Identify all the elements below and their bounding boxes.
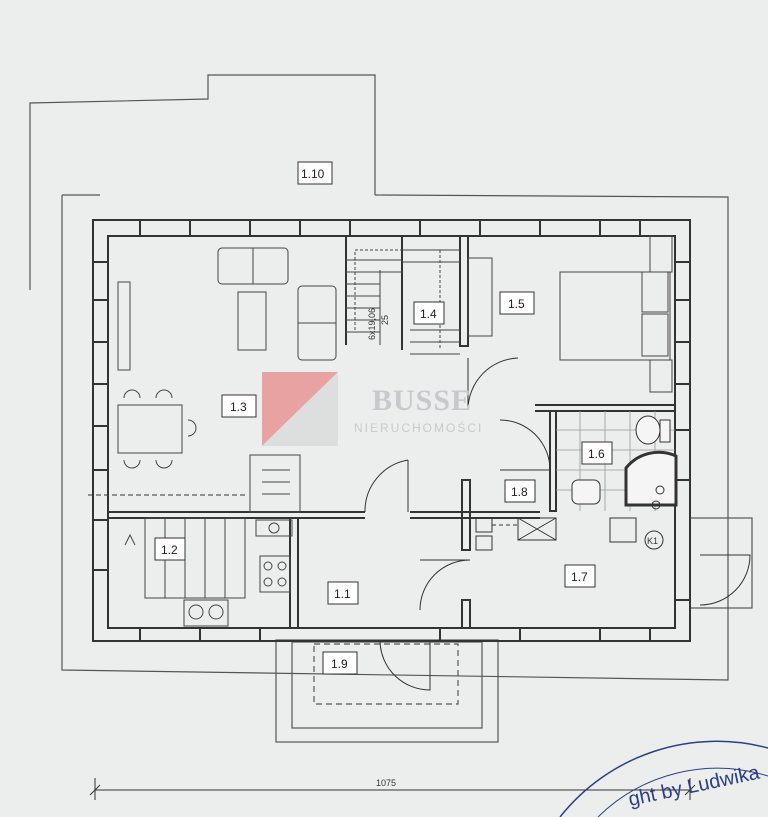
room-label-1-1: 1.1 [334,587,351,601]
room-label-1-4: 1.4 [420,307,437,321]
bathroom-fixtures [556,411,678,511]
utility-fixtures [475,500,664,551]
stairs-rise-label: 25 [380,315,390,325]
door-swings [88,357,751,691]
staircase [346,249,460,355]
sofa-set [117,247,337,371]
room-label-1-10: 1.10 [301,167,325,181]
room-label-1-7: 1.7 [571,570,588,584]
room-label-1-8: 1.8 [511,485,528,499]
room-label-1-9: 1.9 [331,657,348,671]
stamp-watermark [559,740,768,817]
dimension-line [89,778,696,800]
dining-table [117,389,197,469]
watermark-brand: BUSSE [372,384,472,417]
bedroom-furniture [467,235,673,393]
stamp-text: ght by Ludwika [626,761,762,810]
room-label-1-6: 1.6 [588,447,605,461]
dimension-width-label: 1075 [376,778,396,788]
room-label-boxes [154,161,613,675]
watermark-subtitle: NIERUCHOMOŚCI [354,420,483,435]
room-label-1-2: 1.2 [161,543,178,557]
watermark-logo [262,372,338,446]
kitchen-fittings [124,454,301,627]
room-label-1-5: 1.5 [508,297,525,311]
wall-hatching [93,220,690,641]
room-label-1-3: 1.3 [230,400,247,414]
stairs-dimension-label: 6x19,06 [367,308,377,340]
boiler-label: K1 [647,536,658,546]
